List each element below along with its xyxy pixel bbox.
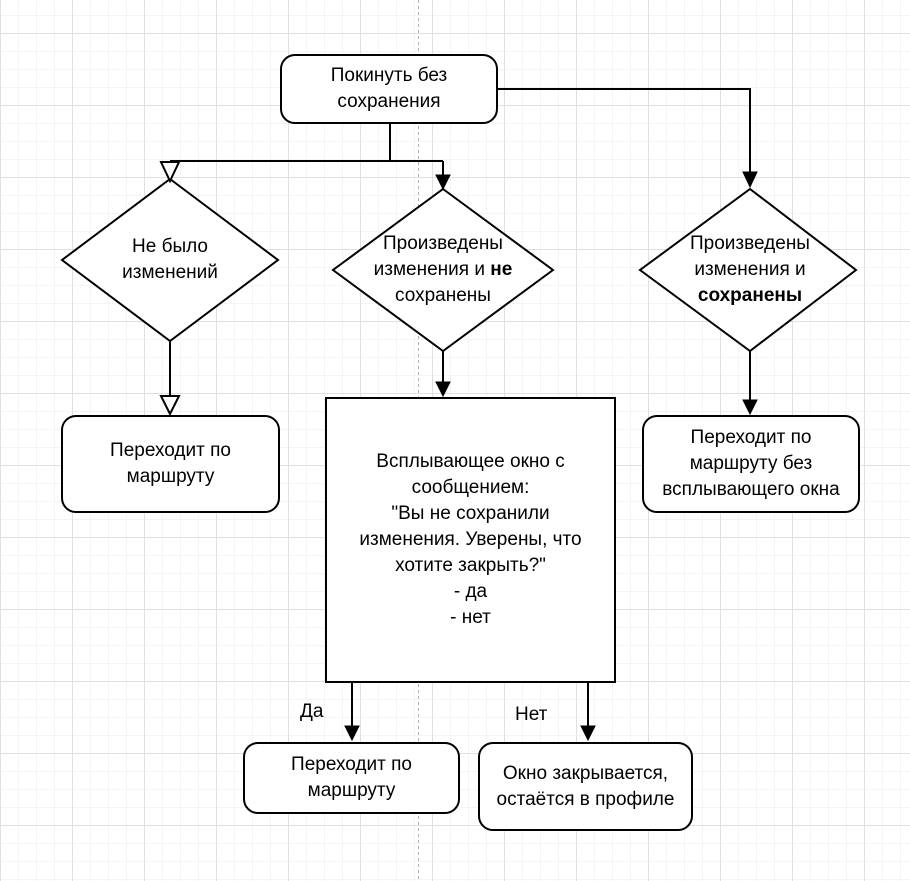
hollow-arrowhead-icon	[159, 161, 181, 184]
decision-unsaved-shape[interactable]	[331, 187, 555, 353]
node-route-left-label: Переходит по маршруту	[110, 440, 231, 487]
node-start[interactable]: Покинуть без сохранения	[280, 54, 498, 124]
filled-arrowhead-icon	[742, 171, 758, 189]
node-route-left[interactable]: Переходит по маршруту	[61, 415, 280, 513]
filled-arrowhead-icon	[435, 174, 451, 191]
filled-arrowhead-icon	[742, 399, 758, 416]
decision-saved-shape[interactable]	[638, 187, 858, 353]
edge-no-changes-to-route[interactable]	[159, 341, 181, 417]
node-route-yes[interactable]: Переходит по маршруту	[243, 742, 460, 814]
node-route-no-popup-label: Переходит по маршруту без всплывающего о…	[662, 427, 840, 500]
filled-arrowhead-icon	[580, 725, 596, 742]
node-window-closes[interactable]: Окно закрывается, остаётся в профиле	[478, 742, 693, 831]
edge-start-to-no-changes-line	[170, 124, 443, 162]
edge-unsaved-to-popup[interactable]	[435, 351, 451, 398]
node-popup[interactable]: Всплывающее окно с сообщением: "Вы не со…	[325, 397, 616, 683]
decision-no-changes-shape[interactable]	[60, 177, 280, 343]
node-start-label: Покинуть без сохранения	[330, 65, 448, 112]
edge-start-to-unsaved[interactable]	[435, 161, 451, 191]
edge-start-to-saved[interactable]	[498, 88, 758, 189]
filled-arrowhead-icon	[344, 725, 360, 742]
edge-saved-to-route[interactable]	[742, 351, 758, 416]
hollow-arrowhead-icon	[159, 395, 181, 417]
node-window-closes-label: Окно закрывается, остаётся в профиле	[496, 762, 675, 810]
edge-start-to-no-changes[interactable]	[159, 124, 443, 184]
edge-start-to-saved-line	[498, 88, 751, 172]
edge-popup-no[interactable]	[580, 683, 596, 742]
node-route-yes-label: Переходит по маршруту	[291, 754, 412, 801]
edge-label-yes: Да	[300, 701, 324, 722]
node-route-no-popup[interactable]: Переходит по маршруту без всплывающего о…	[642, 415, 860, 513]
edge-popup-yes[interactable]	[344, 683, 360, 742]
node-popup-label: Всплывающее окно с сообщением: "Вы не со…	[359, 451, 582, 628]
filled-arrowhead-icon	[435, 381, 451, 398]
edge-label-no: Нет	[515, 704, 548, 725]
